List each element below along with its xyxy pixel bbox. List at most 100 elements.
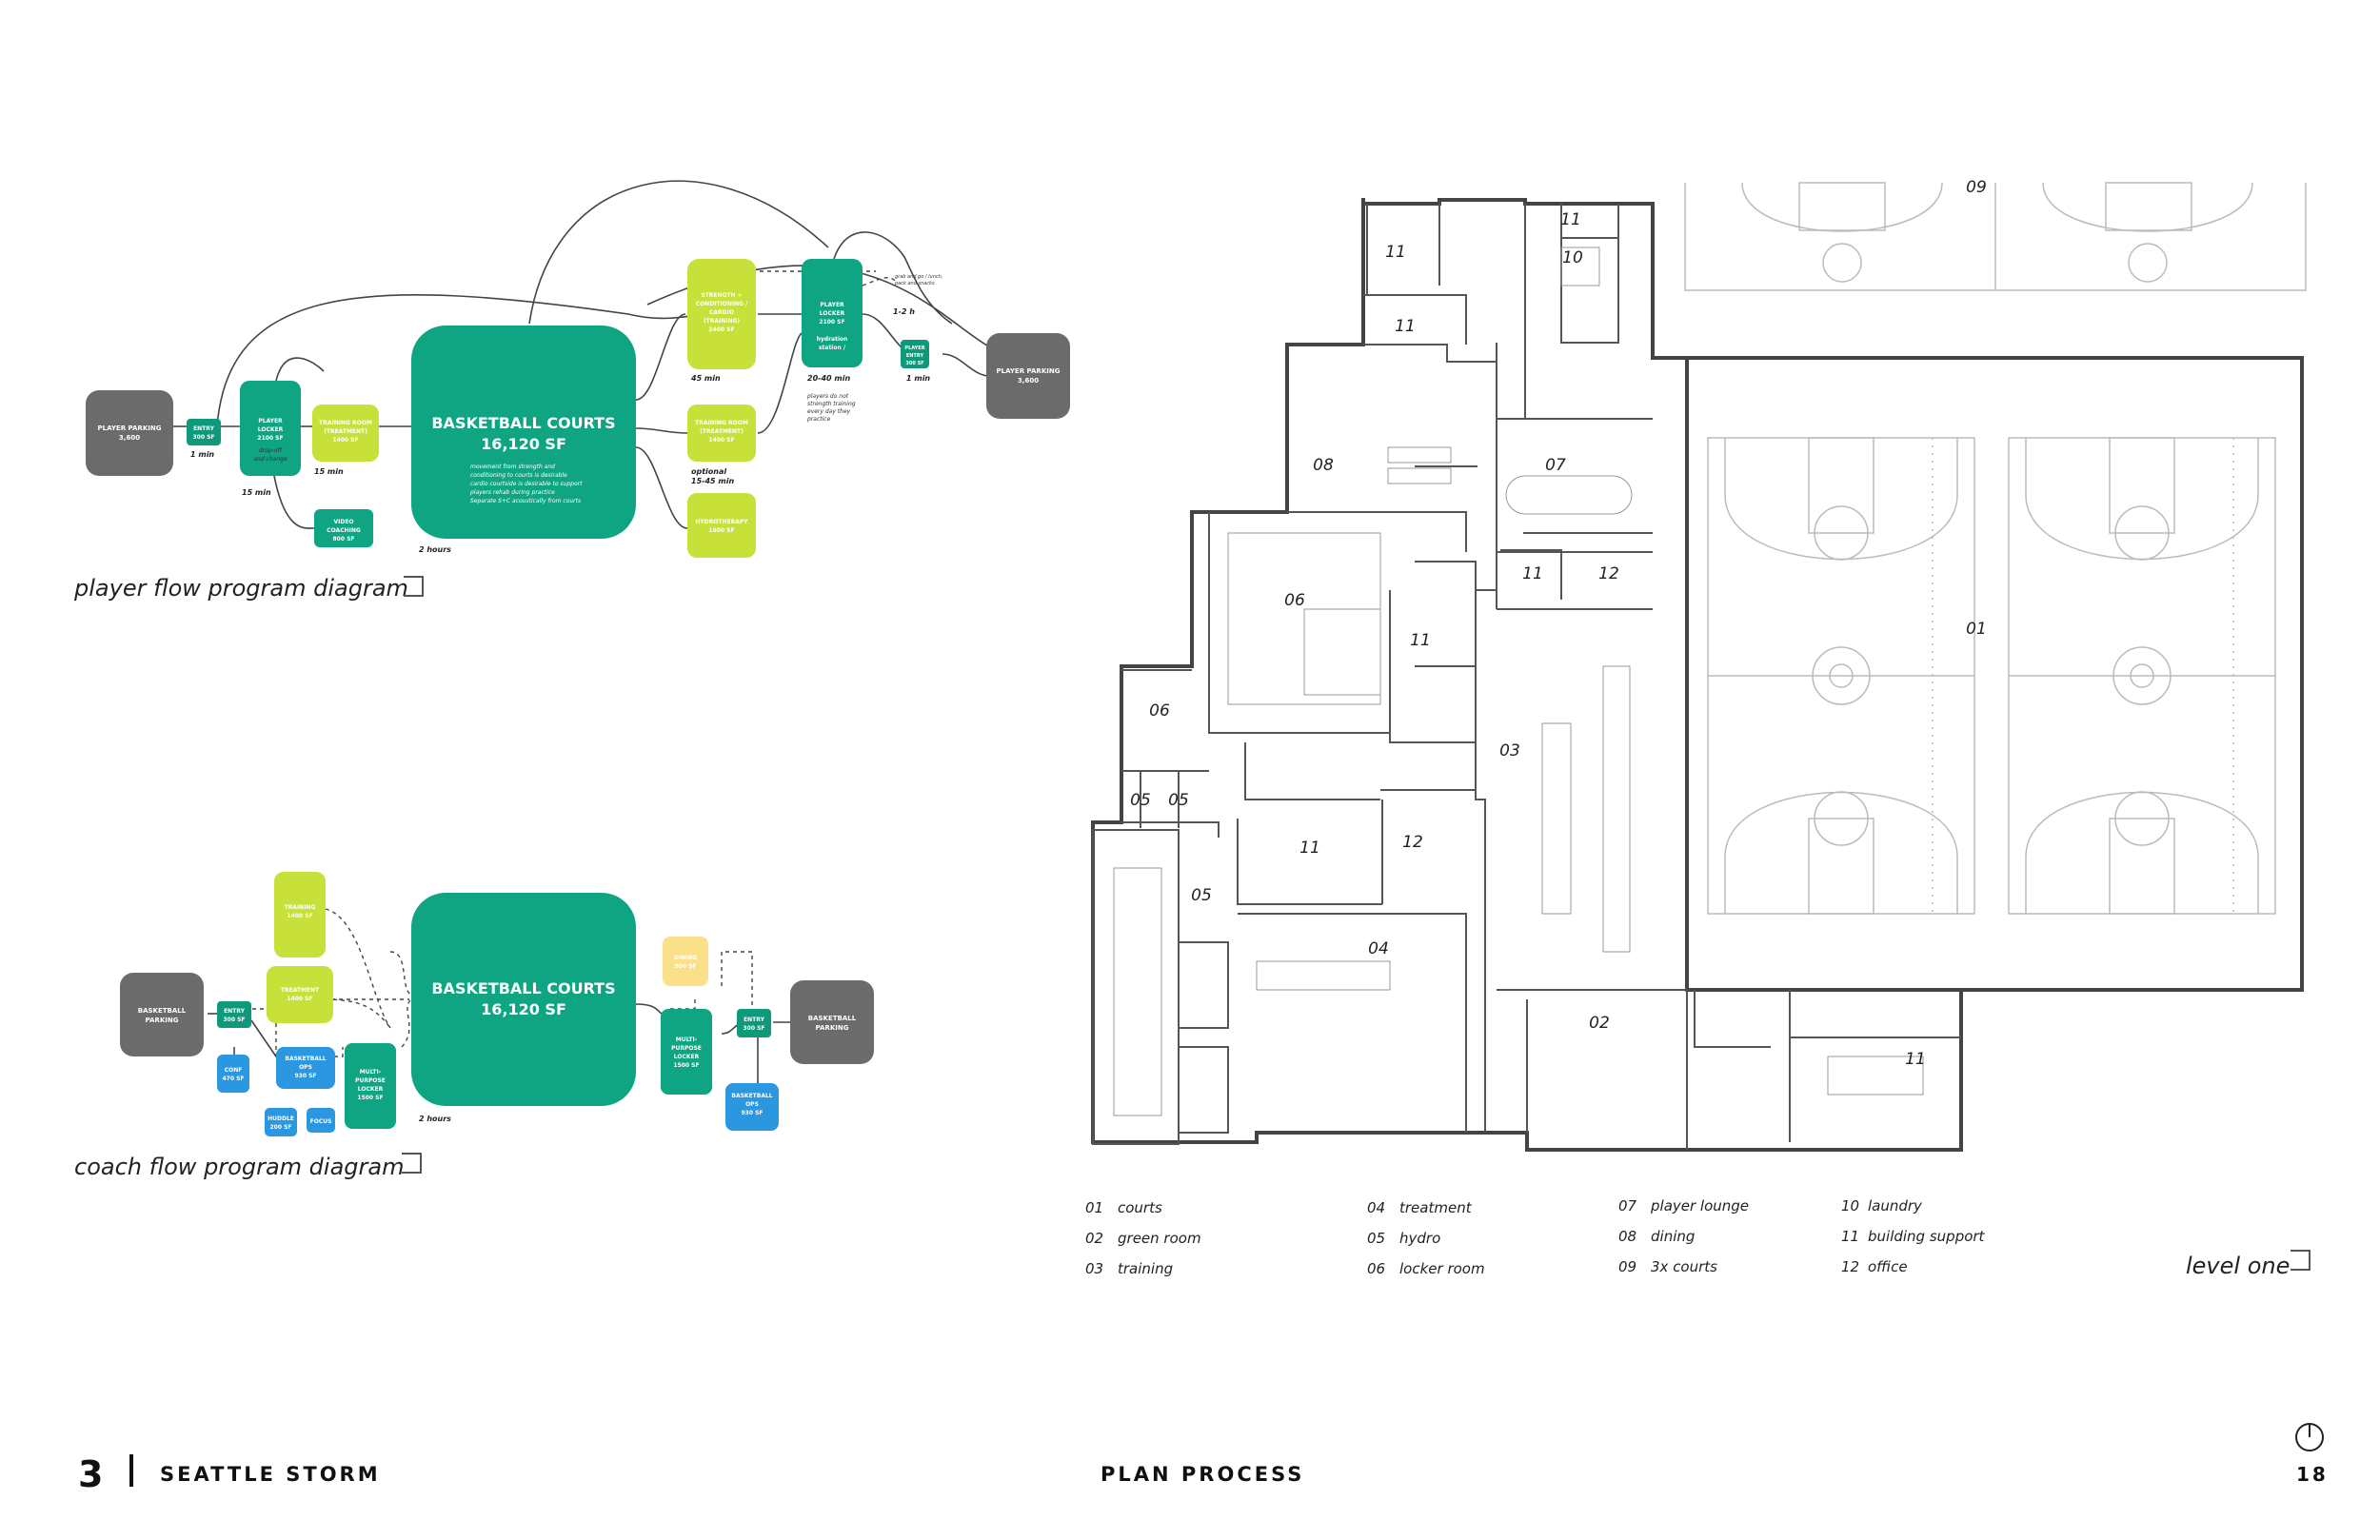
page-number: 18 bbox=[2296, 1463, 2329, 1486]
room-label-10: 10 bbox=[1562, 248, 1583, 267]
svg-text:3x courts: 3x courts bbox=[1651, 1258, 1717, 1275]
coach-focus-box: FOCUS bbox=[307, 1108, 335, 1133]
svg-text:BASKETBALL COURTS: BASKETBALL COURTS bbox=[431, 414, 615, 432]
room-label-11a: 11 bbox=[1385, 243, 1406, 262]
main-courts bbox=[1685, 356, 2304, 992]
furniture bbox=[1227, 247, 1924, 1096]
svg-text:dining: dining bbox=[1651, 1228, 1695, 1245]
coach-flow-caption: coach flow program diagram bbox=[74, 1154, 404, 1180]
room-label-01: 01 bbox=[1966, 620, 1987, 639]
level-one-caption: level one bbox=[2186, 1253, 2290, 1279]
svg-text:16,120 SF: 16,120 SF bbox=[481, 1000, 566, 1018]
svg-text:treatment: treatment bbox=[1399, 1199, 1473, 1216]
svg-text:1-2 h: 1-2 h bbox=[893, 307, 915, 316]
svg-text:hydro: hydro bbox=[1399, 1230, 1440, 1247]
room-label-06a: 06 bbox=[1284, 591, 1305, 610]
svg-text:STRENGTH +CONDITIONING /CARDIO: STRENGTH +CONDITIONING /CARDIO(TRAINING)… bbox=[696, 292, 748, 333]
svg-text:green room: green room bbox=[1118, 1230, 1201, 1247]
room-label-09: 09 bbox=[1966, 178, 1987, 197]
room-label-11b: 11 bbox=[1395, 317, 1416, 336]
svg-text:09: 09 bbox=[1618, 1258, 1636, 1275]
room-label-05b: 05 bbox=[1168, 791, 1189, 810]
svg-text:TRAINING ROOM(TREATMENT)1400 S: TRAINING ROOM(TREATMENT)1400 SF bbox=[695, 420, 748, 444]
svg-text:10: 10 bbox=[1841, 1197, 1859, 1214]
north-arrow-icon bbox=[2295, 1423, 2324, 1451]
svg-text:building support: building support bbox=[1868, 1228, 1986, 1245]
room-label-11e: 11 bbox=[1410, 631, 1431, 650]
svg-text:office: office bbox=[1868, 1258, 1908, 1275]
room-label-12a: 12 bbox=[1598, 564, 1619, 583]
room-label-11f: 11 bbox=[1299, 839, 1320, 858]
svg-text:2 hours: 2 hours bbox=[419, 1115, 451, 1123]
svg-text:optional: optional bbox=[691, 467, 726, 476]
svg-text:laundry: laundry bbox=[1868, 1197, 1923, 1214]
building-walls bbox=[1091, 198, 1982, 1152]
svg-text:08: 08 bbox=[1618, 1228, 1636, 1245]
room-label-07: 07 bbox=[1545, 456, 1566, 475]
room-label-06b: 06 bbox=[1149, 701, 1170, 721]
room-labels: 09 11 11 10 11 08 07 11 12 06 11 01 06 0… bbox=[1130, 178, 1987, 1069]
room-label-12b: 12 bbox=[1402, 833, 1423, 852]
svg-text:11: 11 bbox=[1841, 1228, 1859, 1245]
svg-text:45 min: 45 min bbox=[690, 374, 721, 383]
training-room-box: TRAINING ROOM(TREATMENT)1400 SF bbox=[312, 405, 379, 462]
svg-text:1 min: 1 min bbox=[190, 450, 214, 459]
svg-text:07: 07 bbox=[1618, 1197, 1637, 1214]
svg-text:TRAINING ROOM(TREATMENT)1400 S: TRAINING ROOM(TREATMENT)1400 SF bbox=[319, 420, 372, 444]
svg-text:05: 05 bbox=[1367, 1230, 1385, 1247]
svg-text:20-40 min: 20-40 min bbox=[807, 374, 850, 383]
room-label-11c: 11 bbox=[1560, 210, 1581, 229]
room-label-03: 03 bbox=[1499, 741, 1520, 760]
svg-text:15-45 min: 15-45 min bbox=[691, 477, 734, 485]
room-label-05c: 05 bbox=[1191, 886, 1212, 905]
svg-text:player lounge: player lounge bbox=[1650, 1197, 1749, 1214]
svg-text:2 hours: 2 hours bbox=[419, 545, 451, 554]
svg-text:FOCUS: FOCUS bbox=[310, 1118, 332, 1125]
room-label-04: 04 bbox=[1368, 939, 1389, 958]
basketball-courts-box: BASKETBALL COURTS 16,120 SF movement fro… bbox=[411, 326, 636, 539]
room-label-08: 08 bbox=[1313, 456, 1334, 475]
svg-text:02: 02 bbox=[1085, 1230, 1103, 1247]
page-footer: 3 SEATTLE STORM PLAN PROCESS 18 bbox=[78, 1423, 2329, 1495]
svg-text:1 min: 1 min bbox=[906, 374, 930, 383]
svg-text:06: 06 bbox=[1367, 1260, 1385, 1277]
training-room-box-2: TRAINING ROOM(TREATMENT)1400 SF bbox=[687, 405, 756, 462]
svg-text:04: 04 bbox=[1367, 1199, 1385, 1216]
player-flow-caption: player flow program diagram bbox=[73, 575, 408, 602]
svg-text:BASKETBALL COURTS: BASKETBALL COURTS bbox=[431, 979, 615, 997]
room-label-05a: 05 bbox=[1130, 791, 1151, 810]
svg-text:15 min: 15 min bbox=[242, 488, 271, 497]
